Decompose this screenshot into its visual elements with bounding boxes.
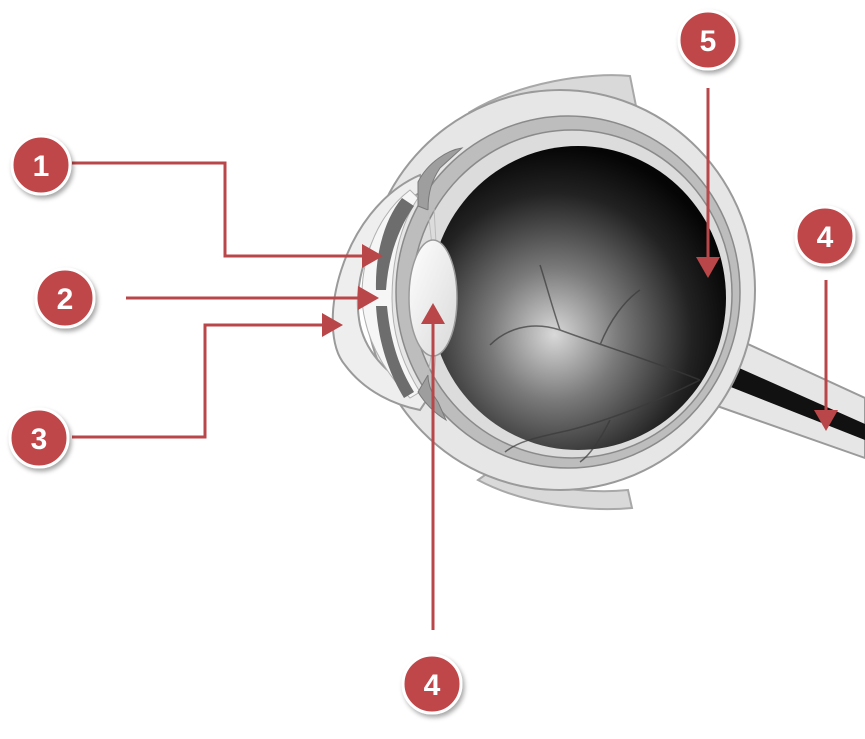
- marker-2-label: 2: [57, 283, 74, 316]
- ciliary-body-upper: [417, 147, 464, 211]
- blood-vessels: [489, 264, 701, 463]
- eye-illustration: [331, 74, 865, 511]
- marker-3-label: 3: [31, 423, 48, 456]
- marker-4-bottom-label: 4: [424, 669, 441, 702]
- marker-2: 2: [34, 267, 96, 329]
- iris-upper: [375, 198, 414, 290]
- vitreous-body: [430, 146, 726, 450]
- marker-1-label: 1: [33, 150, 50, 183]
- marker-4-bottom: 4: [401, 653, 463, 715]
- pointer-3: [72, 313, 343, 439]
- marker-5-label: 5: [700, 25, 717, 58]
- pointer-lines: [72, 88, 838, 630]
- anterior-chamber: [361, 189, 421, 399]
- marker-4-right: 4: [794, 205, 856, 267]
- marker-3: 3: [8, 407, 70, 469]
- marker-5: 5: [677, 9, 739, 71]
- pointer-1: [72, 161, 383, 268]
- marker-4-right-label: 4: [817, 221, 834, 254]
- marker-1: 1: [10, 134, 72, 196]
- iris-lower: [376, 306, 414, 398]
